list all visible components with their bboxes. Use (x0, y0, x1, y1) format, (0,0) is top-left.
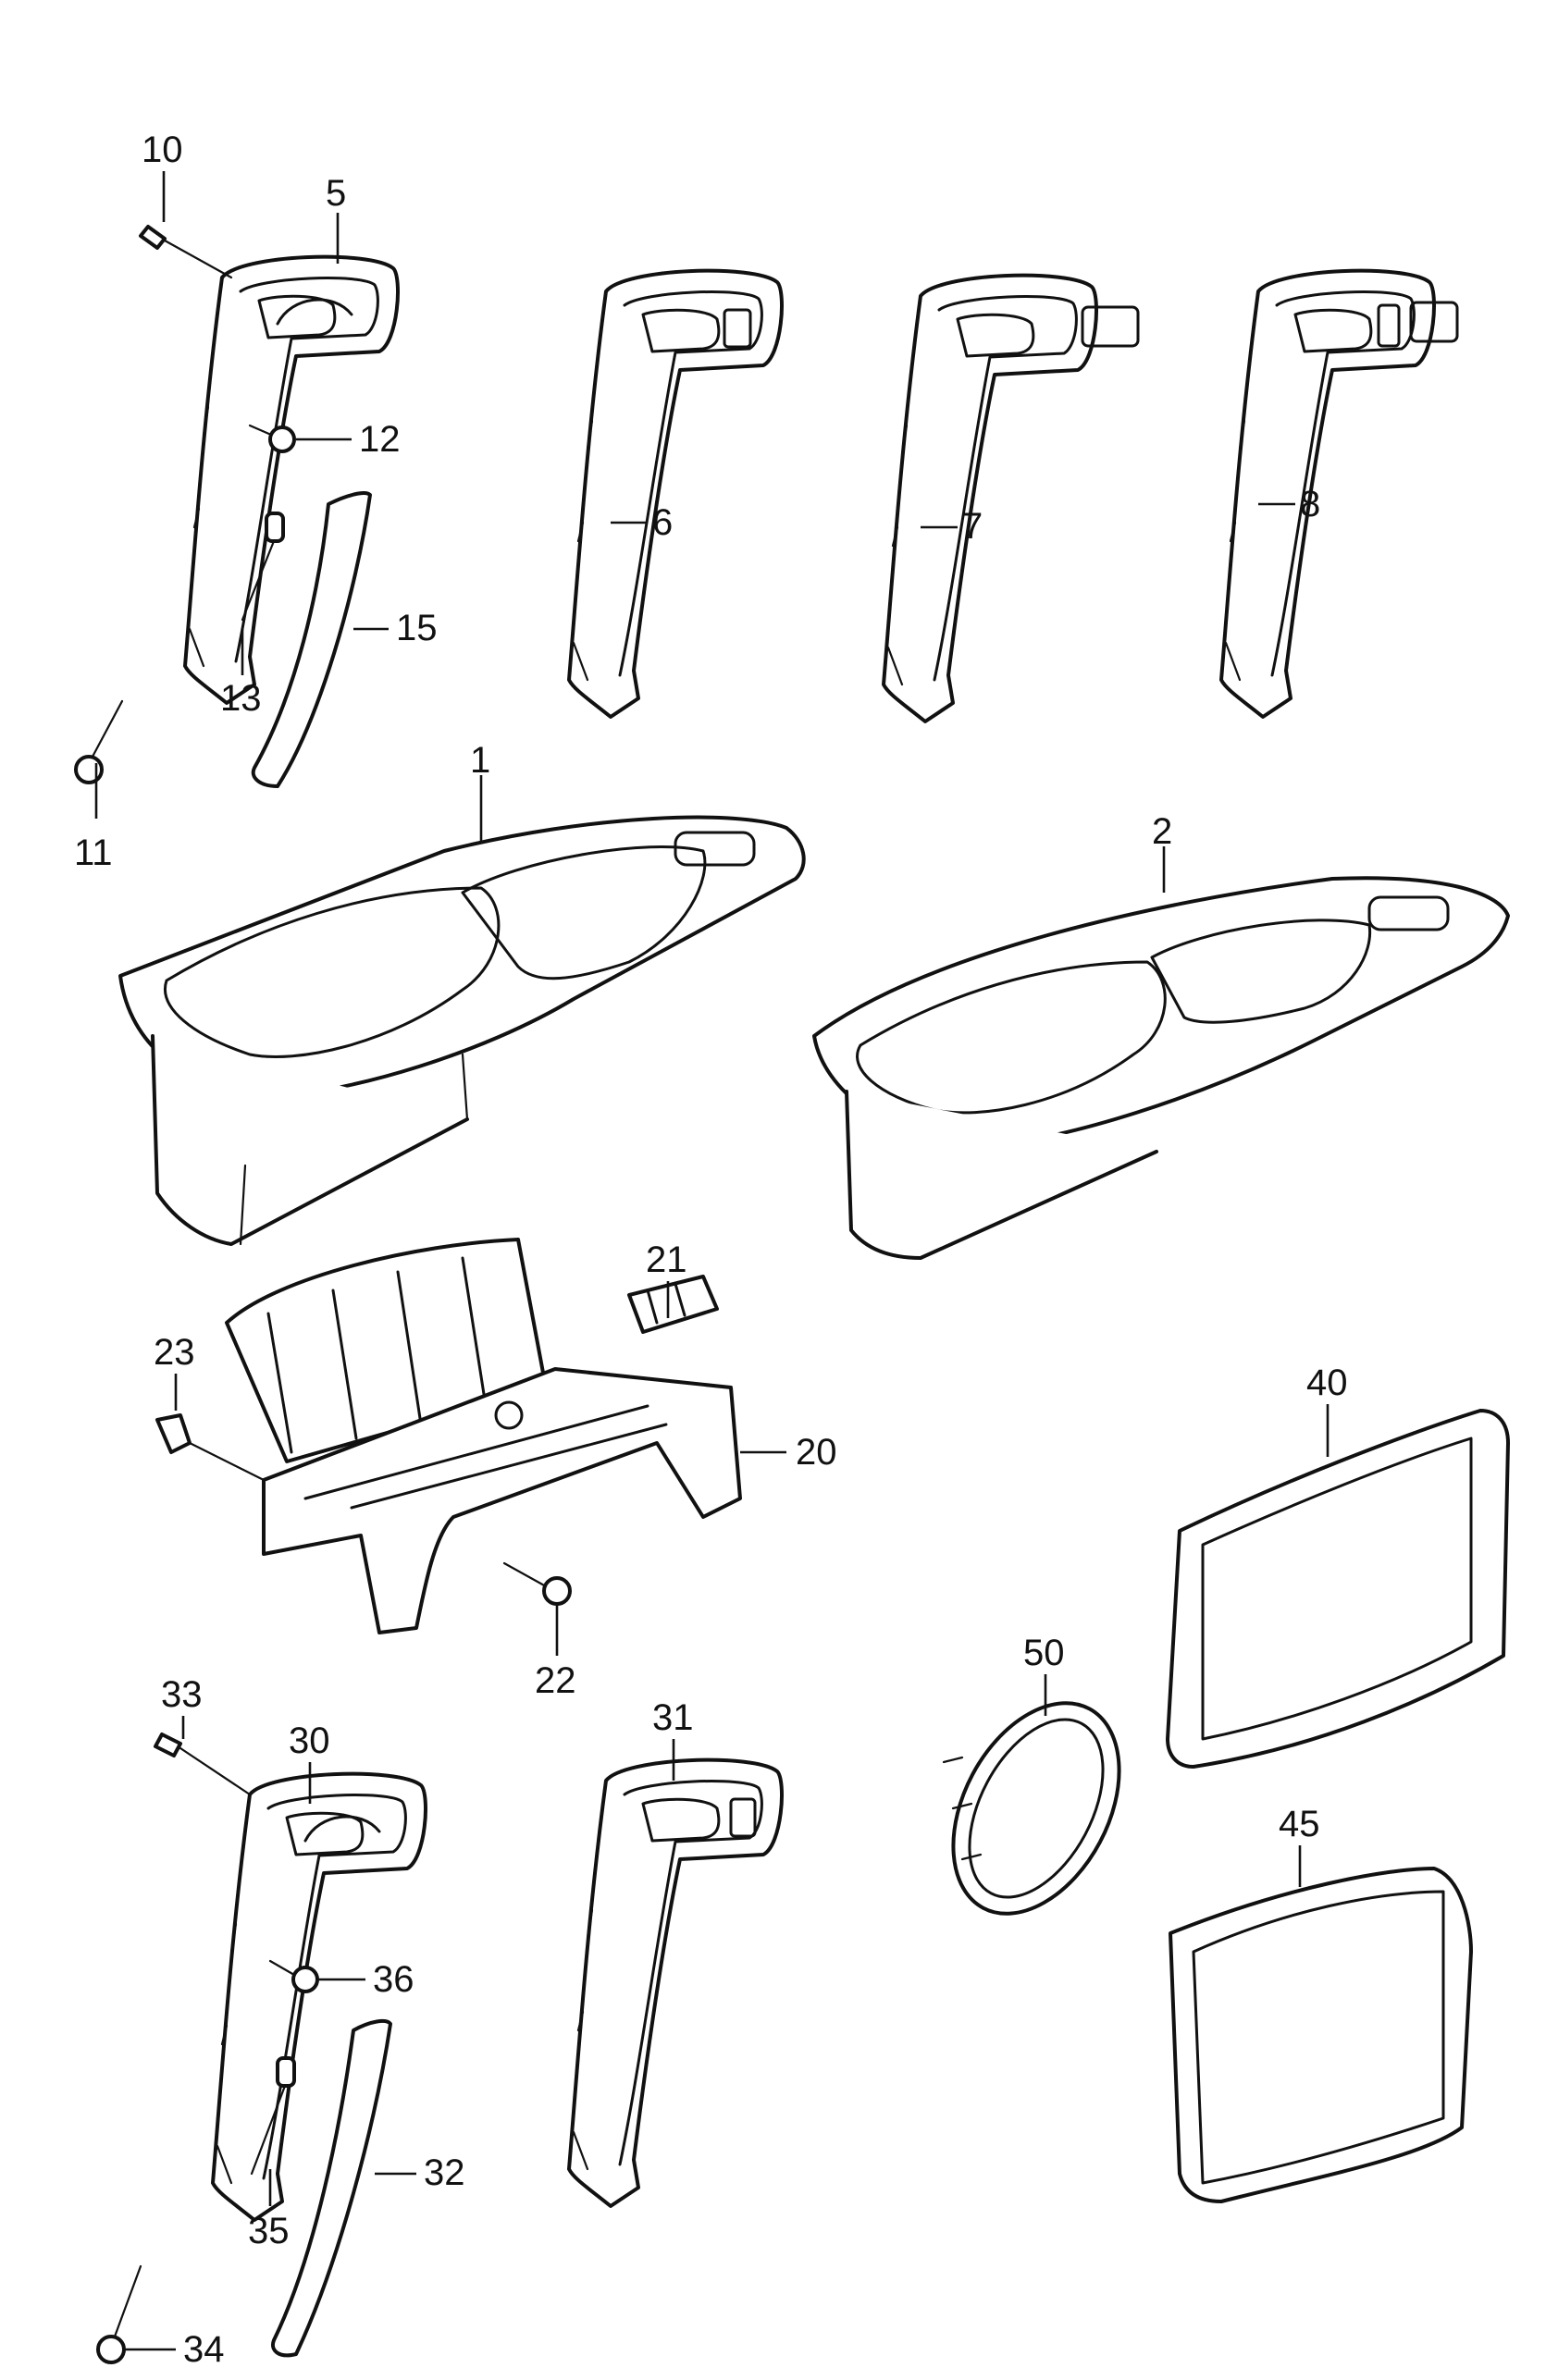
callout-45: 45 (1279, 1804, 1320, 1844)
callout-32: 32 (424, 2152, 465, 2193)
callout-30: 30 (289, 1720, 330, 1761)
callout-8: 8 (1300, 484, 1320, 524)
callout-2: 2 (1152, 811, 1172, 852)
screw-11 (74, 699, 124, 784)
switch-carrier-20 (225, 1238, 742, 1634)
armrest-trim-1 (118, 815, 806, 1246)
callout-50: 50 (1023, 1633, 1065, 1673)
callout-36: 36 (373, 1959, 414, 2000)
trim-strip-15 (251, 491, 372, 788)
callout-35: 35 (248, 2211, 290, 2251)
callout-21: 21 (646, 1239, 687, 1280)
screw-33 (154, 1733, 252, 1796)
callout-31: 31 (652, 1697, 694, 1738)
screw-23 (155, 1413, 266, 1482)
bolt-35 (250, 2056, 296, 2176)
door-handle-7 (882, 273, 1140, 723)
bolt-13 (241, 512, 285, 622)
speaker-grille-45 (1169, 1867, 1473, 2203)
callout-15: 15 (396, 608, 438, 648)
trim-strip-32 (271, 2018, 392, 2358)
callout-20: 20 (796, 1432, 837, 1473)
callout-40: 40 (1306, 1363, 1348, 1403)
clip-21 (627, 1275, 719, 1334)
screw-22 (502, 1561, 572, 1606)
callout-11: 11 (74, 832, 113, 873)
callout-1: 1 (470, 740, 490, 781)
door-handle-8 (1219, 268, 1459, 719)
callout-22: 22 (535, 1660, 576, 1701)
callout-5: 5 (326, 173, 346, 214)
door-handle-5 (183, 254, 400, 705)
screw-10 (139, 225, 233, 279)
door-handle-6 (567, 268, 784, 719)
screw-12 (248, 424, 296, 453)
callout-7: 7 (962, 506, 983, 547)
callout-13: 13 (220, 678, 262, 719)
screw-34 (96, 2264, 142, 2364)
speaker-grille-40 (1166, 1409, 1510, 1769)
callout-23: 23 (154, 1332, 195, 1373)
door-handle-31 (567, 1757, 784, 2208)
screw-36 (268, 1959, 319, 1993)
callout-34: 34 (183, 2329, 225, 2370)
callout-labels: 1 2 5 6 7 8 10 11 12 13 15 20 21 22 23 3… (74, 129, 1348, 2370)
speaker-50 (942, 1701, 1121, 1916)
callout-10: 10 (142, 129, 183, 170)
callout-12: 12 (359, 419, 401, 460)
callout-33: 33 (161, 1674, 203, 1715)
callout-6: 6 (652, 502, 673, 543)
door-handle-30 (211, 1771, 427, 2222)
armrest-trim-2 (812, 876, 1510, 1260)
leader-lines (94, 171, 1330, 2351)
